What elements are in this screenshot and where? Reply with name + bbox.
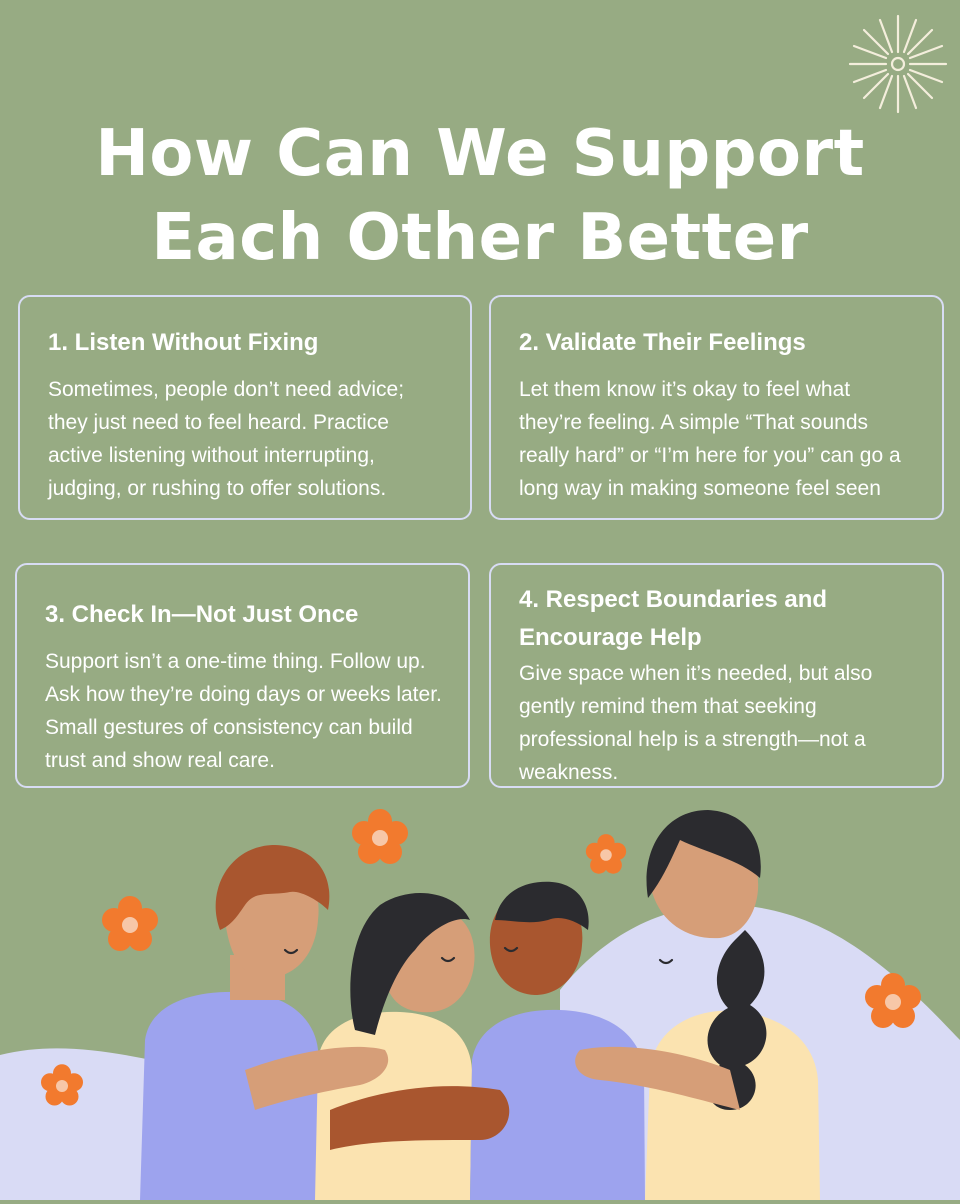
tip-heading: 4. Respect Boundaries and Encourage Help: [519, 586, 828, 651]
flower-icon: [102, 896, 158, 951]
people-hugging-illustration: [0, 780, 960, 1204]
tip-body: Support isn’t a one-time thing. Follow u…: [45, 650, 442, 772]
tip-heading: 1. Listen Without Fixing: [48, 329, 319, 356]
tip-card-boundaries: 4. Respect Boundaries and Encourage Help…: [489, 563, 944, 788]
tip-card-listen: 1. Listen Without Fixing Sometimes, peop…: [18, 295, 472, 520]
tip-heading: 3. Check In—Not Just Once: [45, 601, 359, 628]
tip-body: Let them know it’s okay to feel what the…: [519, 378, 901, 500]
tip-card-validate: 2. Validate Their Feelings Let them know…: [489, 295, 944, 520]
tip-body: Give space when it’s needed, but also ge…: [519, 662, 873, 784]
page-title: How Can We Support Each Other Better: [0, 112, 960, 280]
sparkle-icon: [846, 12, 950, 120]
flower-icon: [352, 809, 408, 864]
tip-card-check-in: 3. Check In—Not Just Once Support isn’t …: [15, 563, 470, 788]
title-line-1: How Can We Support: [95, 117, 865, 191]
flower-icon: [585, 834, 627, 874]
title-line-2: Each Other Better: [151, 201, 809, 275]
tip-heading: 2. Validate Their Feelings: [519, 329, 806, 356]
tip-body: Sometimes, people don’t need advice; the…: [48, 378, 405, 500]
